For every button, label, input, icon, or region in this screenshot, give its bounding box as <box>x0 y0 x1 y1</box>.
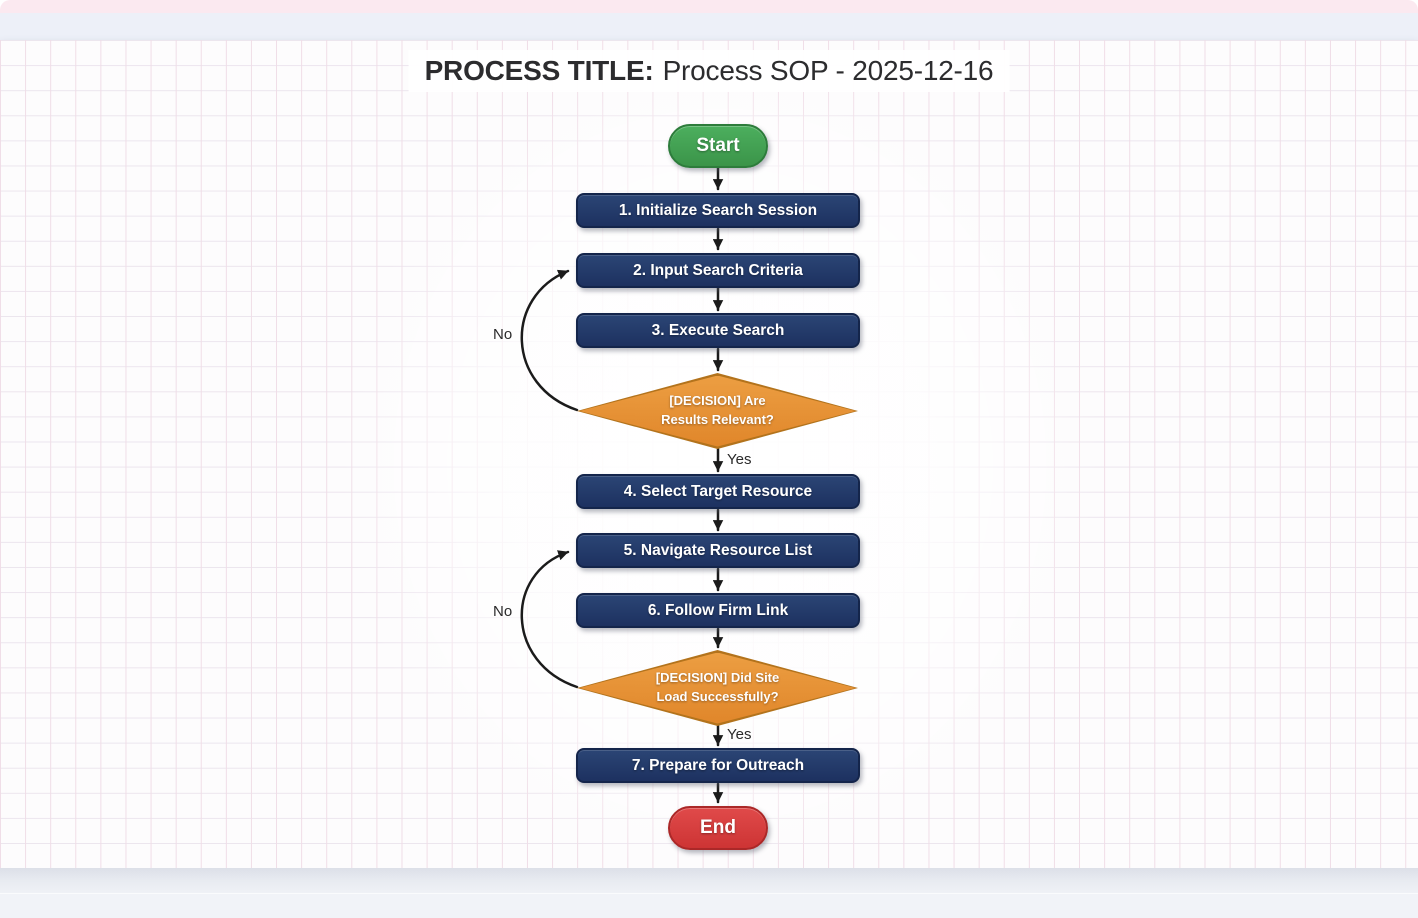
node-step-2: 2. Input Search Criteria <box>576 253 860 288</box>
edge-decision2-no-loop <box>520 550 579 689</box>
process-title-prefix: PROCESS TITLE: <box>424 55 654 86</box>
node-end-label: End <box>700 817 736 838</box>
node-start: Start <box>668 124 768 168</box>
node-step-1-label: 1. Initialize Search Session <box>618 201 818 219</box>
node-step-7-label: 7. Prepare for Outreach <box>631 756 805 774</box>
canvas-bottom-margin <box>0 868 1418 893</box>
node-step-5-label: 5. Navigate Resource List <box>623 541 813 559</box>
node-step-7: 7. Prepare for Outreach <box>576 748 860 783</box>
node-step-1: 1. Initialize Search Session <box>576 193 860 228</box>
node-decision-1-label: [DECISION] Are Results Relevant? <box>661 393 774 427</box>
edge-label-no-2: No <box>493 603 513 620</box>
node-step-3-label: 3. Execute Search <box>651 321 785 339</box>
node-step-2-label: 2. Input Search Criteria <box>633 261 803 279</box>
node-step-5: 5. Navigate Resource List <box>576 533 860 568</box>
node-step-6: 6. Follow Firm Link <box>576 593 860 628</box>
node-decision-2-label: [DECISION] Did Site Load Successfully? <box>655 670 780 704</box>
node-step-4: 4. Select Target Resource <box>576 474 860 509</box>
node-start-label: Start <box>696 135 740 156</box>
node-end: End <box>668 806 768 850</box>
node-step-6-label: 6. Follow Firm Link <box>647 601 789 619</box>
edge-label-no-1: No <box>493 326 513 343</box>
process-title-text: Process SOP - 2025-12-16 <box>662 55 994 86</box>
edge-label-yes-2: Yes <box>727 726 752 743</box>
edge-decision1-no-loop <box>520 269 579 412</box>
process-title: PROCESS TITLE: Process SOP - 2025-12-16 <box>408 50 1010 92</box>
edge-label-yes-1: Yes <box>727 451 752 468</box>
node-step-4-label: 4. Select Target Resource <box>623 482 813 500</box>
window-bottom-strip <box>0 893 1418 918</box>
node-step-3: 3. Execute Search <box>576 313 860 348</box>
window-top-strip <box>0 0 1418 13</box>
canvas-top-margin <box>0 13 1418 40</box>
